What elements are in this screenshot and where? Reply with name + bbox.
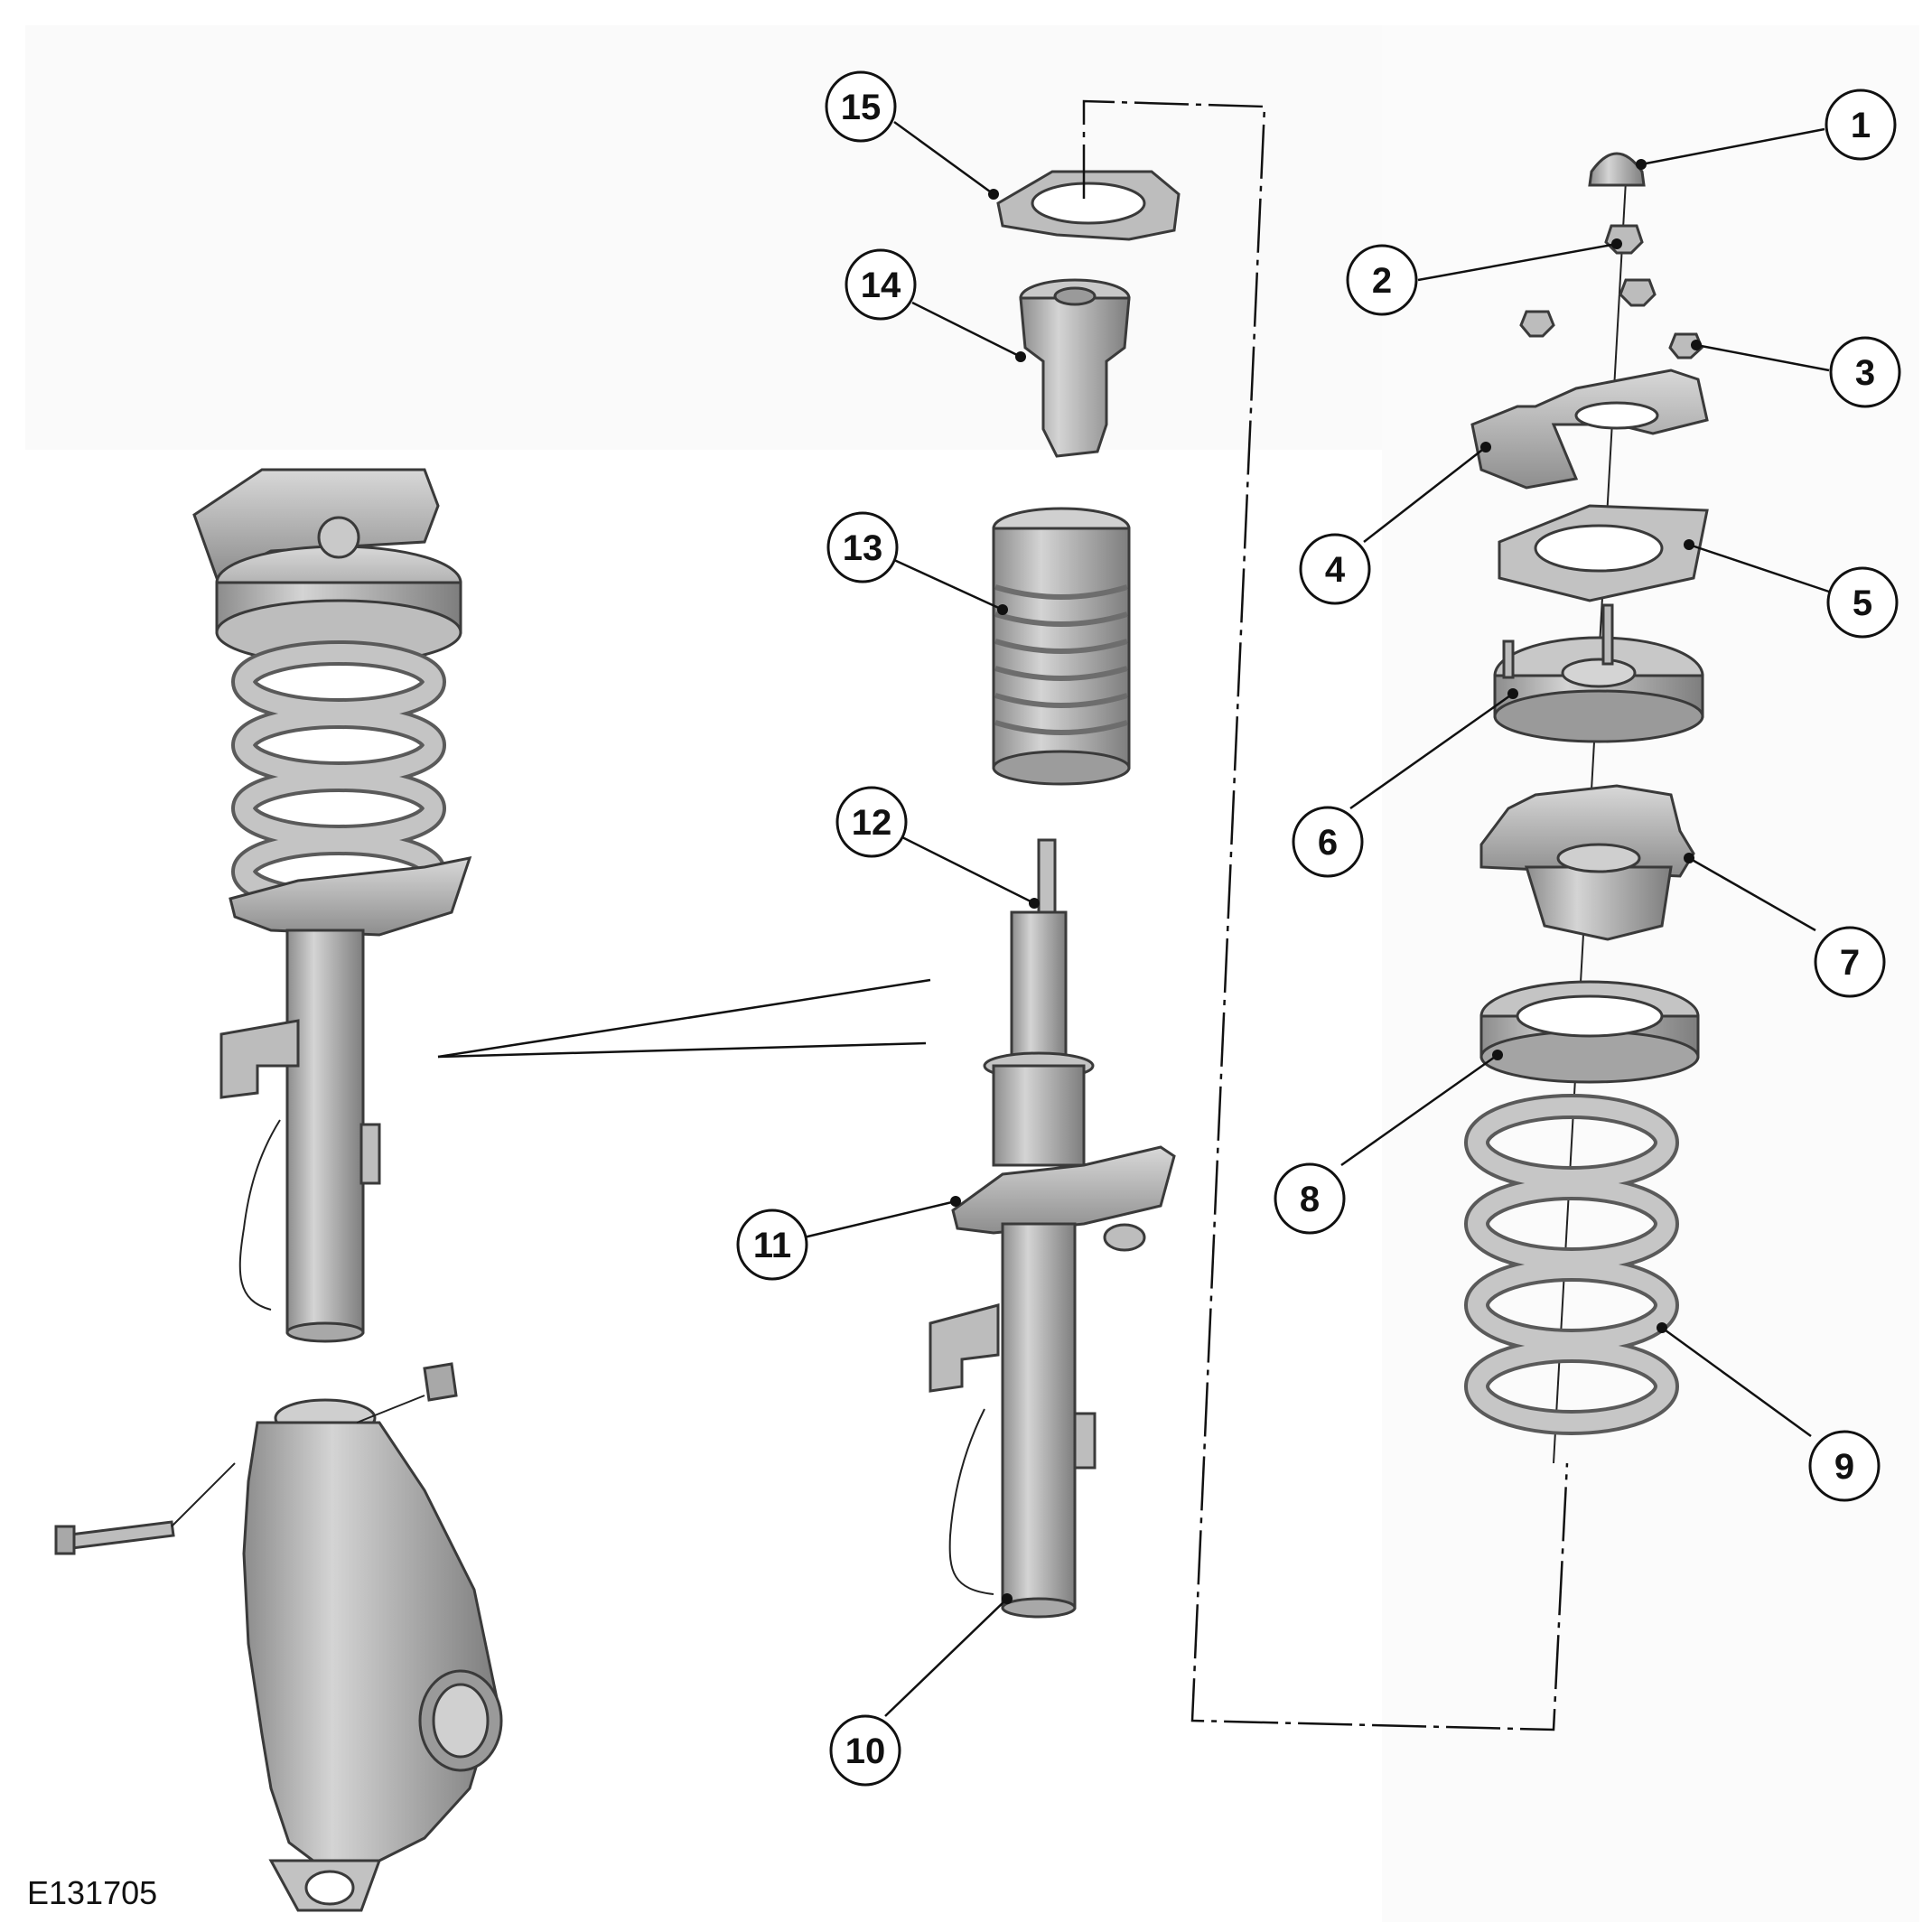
svg-text:6: 6	[1318, 823, 1338, 863]
callout-3: 3	[1829, 336, 1901, 408]
leader-lines	[803, 120, 1830, 1717]
part-6-top-mount	[1493, 603, 1704, 743]
svg-text:1: 1	[1851, 106, 1871, 145]
callout-4: 4	[1299, 533, 1371, 605]
svg-text:12: 12	[852, 803, 892, 843]
reference-line	[437, 978, 931, 1059]
svg-text:4: 4	[1325, 550, 1346, 590]
callout-8: 8	[1274, 1162, 1346, 1235]
callout-15: 15	[825, 70, 897, 143]
part-15-upper-seat	[996, 170, 1181, 241]
svg-text:5: 5	[1853, 583, 1872, 623]
part-7-spring-seat	[1479, 784, 1695, 941]
callout-7: 7	[1814, 926, 1886, 998]
part-10-shock-absorber	[929, 838, 1176, 1619]
part-9-coil-spring	[1464, 1094, 1679, 1435]
svg-text:10: 10	[845, 1731, 886, 1771]
callout-10: 10	[829, 1714, 901, 1787]
part-14-bump-stop	[1019, 278, 1131, 458]
callout-2: 2	[1346, 244, 1418, 316]
steering-knuckle	[54, 1362, 503, 1912]
callout-11: 11	[736, 1209, 808, 1281]
reference-line	[437, 1041, 927, 1059]
callout-14: 14	[845, 248, 917, 321]
svg-text:9: 9	[1834, 1447, 1854, 1487]
assembled-strut	[192, 468, 472, 1343]
callout-5: 5	[1826, 566, 1899, 639]
svg-text:13: 13	[843, 528, 883, 568]
part-8-spring-pad	[1479, 980, 1700, 1084]
svg-text:14: 14	[861, 266, 901, 305]
svg-text:11: 11	[753, 1226, 791, 1265]
part-4-mount-bracket	[1470, 369, 1709, 490]
figure-reference-id: E131705	[27, 1874, 158, 1911]
svg-text:15: 15	[841, 88, 882, 127]
svg-text:8: 8	[1300, 1180, 1320, 1219]
svg-text:3: 3	[1855, 353, 1875, 393]
part-13-dust-boot	[992, 507, 1131, 786]
part-5-gasket	[1498, 504, 1709, 602]
svg-text:7: 7	[1840, 943, 1860, 983]
callout-12: 12	[835, 786, 908, 858]
assembly-frame-line	[1082, 99, 1569, 1731]
svg-text:2: 2	[1372, 261, 1392, 301]
callout-6: 6	[1292, 806, 1364, 878]
callout-13: 13	[826, 511, 899, 583]
part-1-cap	[1588, 152, 1646, 187]
callout-9: 9	[1808, 1430, 1881, 1502]
callout-1: 1	[1825, 89, 1897, 161]
